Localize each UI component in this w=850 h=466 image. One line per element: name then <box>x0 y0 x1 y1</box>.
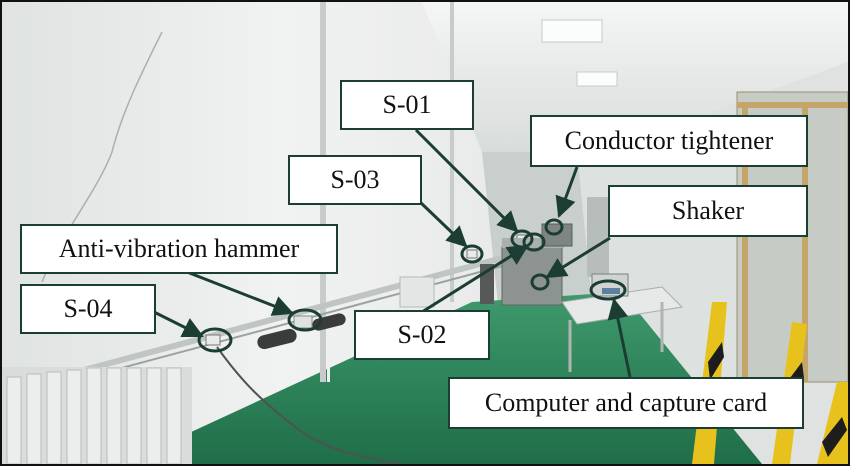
ceiling <box>422 2 848 152</box>
stand <box>480 264 494 304</box>
wall-pipe <box>450 2 454 302</box>
label-conductor-tightener: Conductor tightener <box>530 115 808 167</box>
radiator-small <box>399 276 435 308</box>
radiator <box>2 367 192 464</box>
hammer-weight <box>257 328 297 350</box>
rack-frame <box>742 102 748 382</box>
label-s01: S-01 <box>340 80 474 130</box>
label-computer-capture-card: Computer and capture card <box>448 377 804 429</box>
hammer-clamp <box>293 315 313 329</box>
floor-cable <box>216 346 403 464</box>
ceiling-light <box>541 19 603 43</box>
rack-frame <box>802 102 808 382</box>
shaker-box <box>501 246 563 306</box>
rack-frame <box>737 102 848 108</box>
label-shaker: Shaker <box>608 185 808 237</box>
label-anti-vibration-hammer: Anti-vibration hammer <box>20 224 338 274</box>
sensor-s03 <box>466 249 478 259</box>
cabinet <box>587 197 609 277</box>
label-s04: S-04 <box>20 284 156 334</box>
ceiling-light <box>576 71 618 87</box>
sensor-s04 <box>205 334 221 346</box>
tightener-device <box>541 223 573 247</box>
capture-card <box>602 288 620 294</box>
label-s02: S-02 <box>354 310 490 360</box>
label-s03: S-03 <box>288 155 422 205</box>
